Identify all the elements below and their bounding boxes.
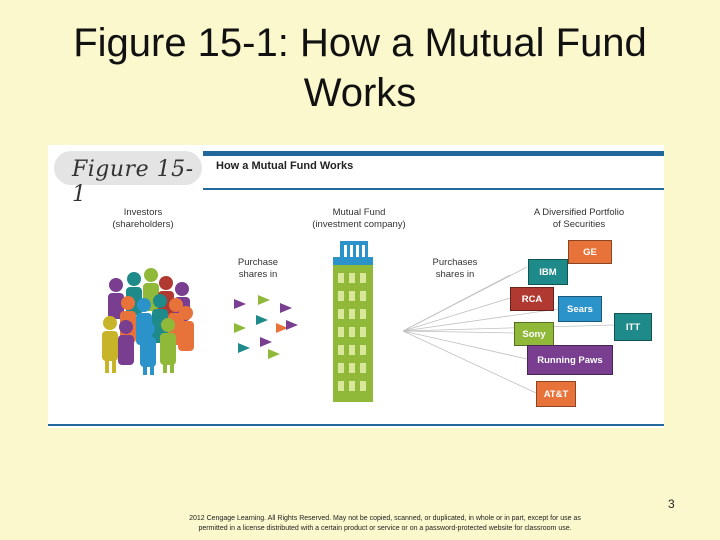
figure-bottom-rule: [48, 424, 664, 426]
slide-title: Figure 15-1: How a Mutual Fund Works: [20, 18, 700, 118]
security-box-itt: ITT: [614, 313, 652, 341]
investors-label: Investors (shareholders): [112, 207, 174, 230]
header-rule-bottom: [203, 188, 664, 190]
security-box-rca: RCA: [510, 287, 554, 311]
header-rule-top: [203, 151, 664, 156]
security-box-ibm: IBM: [528, 259, 568, 285]
investors-crowd-icon: [102, 268, 194, 375]
copyright-footer: 2012 Cengage Learning. All Rights Reserv…: [140, 514, 630, 534]
security-label-ibm: IBM: [539, 266, 557, 278]
portfolio-label: A Diversified Portfolio of Securities: [533, 207, 625, 230]
figure-tag-text: Figure 15-1: [72, 157, 194, 207]
figure-heading: How a Mutual Fund Works: [216, 160, 354, 172]
figure-panel: Figure 15-1 How a Mutual Fund Works Inve…: [48, 145, 664, 428]
purchase-arrows-icon: [234, 295, 298, 359]
security-label-itt: ITT: [625, 321, 641, 333]
security-label-rca: RCA: [521, 293, 543, 305]
security-label-running-paws: Running Paws: [537, 354, 603, 366]
diagram-graphics: [102, 241, 615, 402]
security-box-sony: Sony: [514, 322, 554, 346]
security-box-att: AT&T: [536, 381, 576, 407]
security-label-ge: GE: [583, 246, 597, 258]
security-label-att: AT&T: [543, 388, 569, 400]
security-label-sony: Sony: [522, 328, 546, 340]
page-number: 3: [668, 497, 675, 511]
purchases-label: Purchases shares in: [432, 257, 478, 280]
security-box-sears: Sears: [558, 296, 602, 322]
purchase-lines: [402, 266, 615, 394]
figure-tag: Figure 15-1: [54, 151, 202, 207]
mutual-fund-label: Mutual Fund (investment company): [312, 207, 406, 230]
figure-header: Figure 15-1 How a Mutual Fund Works: [48, 145, 664, 207]
slide-title-line1: Figure 15-1: How a Mutual Fund: [73, 21, 647, 65]
purchase-label: Purchase shares in: [237, 257, 279, 280]
mutual-fund-building-icon: [333, 241, 373, 402]
footer-line1: 2012 Cengage Learning. All Rights Reserv…: [189, 515, 581, 522]
security-box-ge: GE: [568, 240, 612, 264]
slide-title-line2: Works: [303, 71, 417, 115]
security-box-running-paws: Running Paws: [527, 345, 613, 375]
footer-line2: permitted in a license distributed with …: [198, 525, 572, 532]
security-label-sears: Sears: [567, 303, 593, 315]
